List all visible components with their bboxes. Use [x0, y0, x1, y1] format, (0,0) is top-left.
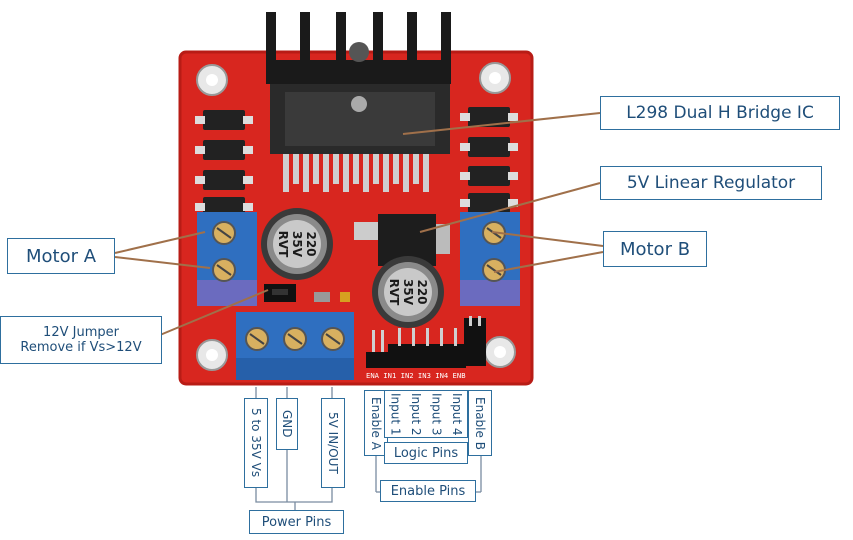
- label-power-pins-text: Power Pins: [261, 514, 332, 530]
- cap2-text-2: 35V: [401, 279, 415, 306]
- ic-legs: [283, 154, 429, 192]
- label-logic-pins: Logic Pins: [384, 442, 468, 464]
- label-5v: 5V IN/OUT: [321, 398, 345, 488]
- diodes-right: [460, 107, 518, 213]
- label-vs: 5 to 35V Vs: [244, 398, 268, 488]
- terminal-power: [236, 312, 354, 380]
- label-gnd-text: GND: [280, 410, 294, 438]
- cap2-text-3: RVT: [387, 279, 401, 307]
- label-power-pins: Power Pins: [249, 510, 344, 534]
- label-enable-pins: Enable Pins: [380, 480, 476, 502]
- label-enable-b: Enable B: [468, 390, 492, 456]
- jumper-12v: [264, 284, 350, 302]
- label-input4: Input 4: [449, 393, 464, 436]
- label-jumper-line2: Remove if Vs>12V: [20, 340, 142, 355]
- label-5v-text: 5V IN/OUT: [326, 412, 340, 474]
- label-motor-b: Motor B: [603, 231, 707, 267]
- label-gnd: GND: [276, 398, 298, 450]
- logic-inputs-group: Input 1 Input 2 Input 3 Input 4: [384, 390, 468, 438]
- cap1-text-1: 220: [304, 231, 318, 256]
- pin-header: ENA IN1 IN2 IN3 IN4 ENB: [366, 316, 486, 380]
- label-input1: Input 1: [388, 393, 403, 436]
- diodes-left: [195, 110, 253, 217]
- cap1-text-2: 35V: [290, 231, 304, 258]
- heatsink: [266, 12, 451, 154]
- label-jumper: 12V Jumper Remove if Vs>12V: [0, 316, 162, 364]
- capacitor-2: 220 35V RVT: [372, 256, 444, 328]
- cap1-text-3: RVT: [276, 231, 290, 259]
- pin-header-silkscreen: ENA IN1 IN2 IN3 IN4 ENB: [366, 371, 466, 380]
- label-motor-a: Motor A: [7, 238, 115, 274]
- label-regulator: 5V Linear Regulator: [600, 166, 822, 200]
- label-motor-a-text: Motor A: [25, 245, 97, 267]
- label-enable-a-text: Enable A: [369, 396, 383, 450]
- label-enable-b-text: Enable B: [473, 396, 487, 450]
- label-jumper-line1: 12V Jumper: [43, 325, 119, 340]
- cap2-text-1: 220: [415, 279, 429, 304]
- label-enable-pins-text: Enable Pins: [390, 483, 466, 499]
- capacitor-1: 220 35V RVT: [261, 208, 333, 280]
- label-input2: Input 2: [408, 393, 423, 436]
- label-ic-text: L298 Dual H Bridge IC: [626, 103, 814, 123]
- label-input3: Input 3: [429, 393, 444, 436]
- label-logic-pins-text: Logic Pins: [393, 445, 459, 461]
- terminal-motor-a: [197, 212, 257, 306]
- label-motor-b-text: Motor B: [619, 238, 691, 260]
- callout-lines: [114, 112, 604, 336]
- label-vs-text: 5 to 35V Vs: [249, 408, 263, 478]
- bracket-lines: [255, 387, 482, 510]
- label-regulator-text: 5V Linear Regulator: [626, 173, 796, 193]
- label-ic: L298 Dual H Bridge IC: [600, 96, 840, 130]
- mounting-holes: [196, 62, 516, 371]
- terminal-motor-b: [460, 212, 520, 306]
